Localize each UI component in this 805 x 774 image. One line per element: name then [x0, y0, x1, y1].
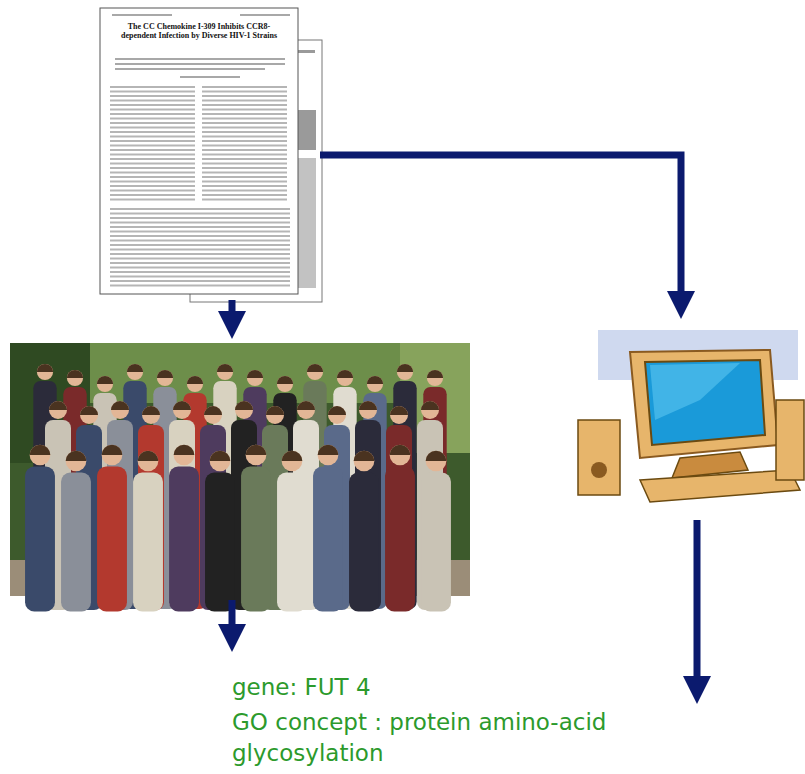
- result-line: gene: FUT 4: [232, 672, 702, 703]
- paper-document: The CC Chemokine I-309 Inhibits CCR8-dep…: [114, 22, 284, 40]
- result-line: GO concept : protein amino-acid glycosyl…: [232, 707, 702, 769]
- paper-page: [100, 8, 298, 294]
- group-photo: [10, 343, 470, 612]
- paper-text-lines: [112, 14, 290, 78]
- computer-icon: [578, 330, 804, 502]
- result-text: gene: FUT 4 GO concept : protein amino-ac…: [232, 672, 702, 769]
- paper-title: The CC Chemokine I-309 Inhibits CCR8-dep…: [114, 22, 284, 40]
- flow-arrows: [232, 155, 697, 690]
